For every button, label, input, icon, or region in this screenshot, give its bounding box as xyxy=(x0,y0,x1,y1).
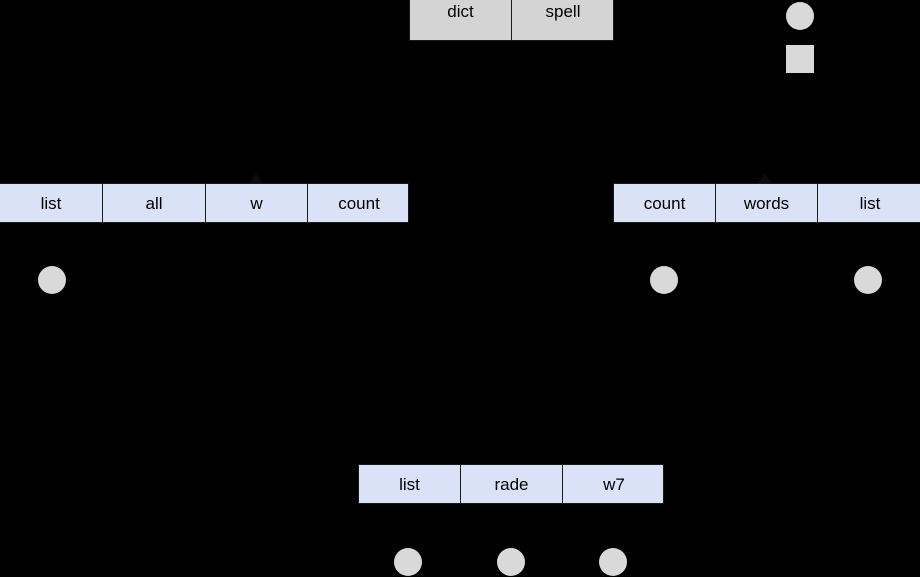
cell-rade[interactable]: rade xyxy=(461,465,563,503)
marker-circle-left[interactable] xyxy=(38,266,66,294)
connector-stub-right xyxy=(758,174,772,183)
node-list-all-w-count[interactable]: list all w count xyxy=(0,183,409,223)
marker-circle-right[interactable] xyxy=(854,266,882,294)
cell-spell[interactable]: spell xyxy=(545,2,581,21)
connector-stub-left xyxy=(249,174,263,183)
cell-count-left[interactable]: count xyxy=(338,193,380,213)
marker-square-top-right[interactable] xyxy=(786,45,814,73)
cell-dict[interactable]: dict xyxy=(410,0,512,40)
cell-count-right[interactable]: count xyxy=(614,184,716,222)
marker-circle-top-right[interactable] xyxy=(786,2,814,30)
cell-list-right[interactable]: list xyxy=(859,193,881,213)
cell-list-left[interactable]: list xyxy=(0,184,103,222)
marker-circle-mid[interactable] xyxy=(650,266,678,294)
cell-w[interactable]: w xyxy=(206,184,308,222)
node-count-words-list[interactable]: count words list xyxy=(613,183,920,223)
marker-circle-bottom-2[interactable] xyxy=(497,548,525,576)
cell-all[interactable]: all xyxy=(103,184,206,222)
marker-circle-bottom-3[interactable] xyxy=(599,548,627,576)
cell-w7[interactable]: w7 xyxy=(603,474,625,494)
marker-circle-bottom-1[interactable] xyxy=(394,548,422,576)
node-dict-spell[interactable]: dict spell xyxy=(409,0,614,41)
node-list-rade-w7[interactable]: list rade w7 xyxy=(358,464,664,504)
cell-list-bottom[interactable]: list xyxy=(359,465,461,503)
cell-words[interactable]: words xyxy=(716,184,818,222)
